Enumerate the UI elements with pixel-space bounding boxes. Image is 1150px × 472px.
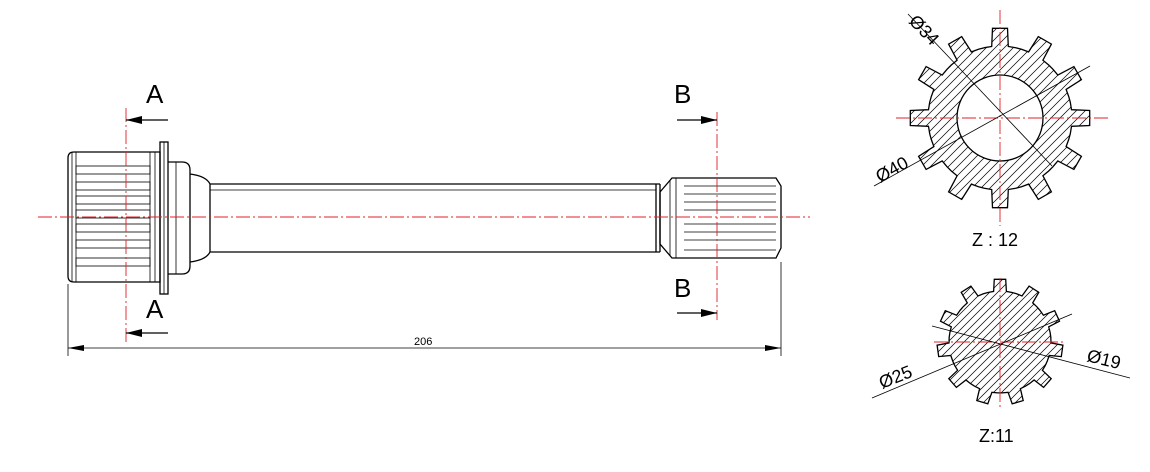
hatch-line — [910, 28, 1008, 208]
hatch-line — [930, 28, 1090, 208]
section-b-marker: B B — [674, 79, 718, 320]
hub-groove — [75, 209, 151, 219]
diameter-19-label: Ø19 — [1085, 345, 1123, 373]
hatch-line — [910, 28, 1017, 208]
hatch-line — [1047, 28, 1090, 208]
hatch-line — [688, 18, 890, 220]
hatch-line — [910, 28, 1071, 208]
hatch-line — [1061, 279, 1063, 404]
hub-groove — [75, 165, 151, 175]
right-spline — [659, 177, 782, 259]
hatch-line — [910, 28, 936, 208]
hatch-line — [912, 28, 1090, 208]
hatch-line — [910, 28, 1026, 208]
shaft-side-view — [67, 141, 782, 295]
hatch-line — [984, 28, 1090, 208]
hatch-line — [939, 28, 1090, 208]
hatch-line — [910, 28, 918, 208]
hatch-line — [1020, 28, 1090, 208]
diameter-40-label: Ø40 — [872, 153, 911, 187]
hatch-line — [910, 28, 1089, 208]
hub-groove — [75, 223, 151, 233]
hatch-line — [1021, 279, 1063, 404]
hatch-line — [921, 28, 1090, 208]
hatch-line — [975, 28, 1090, 208]
section-a-marker: A A — [125, 79, 168, 342]
hatch-line — [1111, 18, 1150, 220]
hatch-line — [1038, 28, 1090, 208]
hatch-line — [910, 28, 990, 208]
section-view-a: Ø25 Ø19 Z:11 — [790, 272, 1131, 446]
hatch-line — [948, 28, 1090, 208]
overall-dimension: 206 — [67, 262, 782, 356]
hatch-line — [1011, 28, 1090, 208]
hatch-line — [1053, 279, 1063, 404]
hub-groove — [75, 257, 151, 267]
teeth-count-11: Z:11 — [979, 426, 1014, 446]
hatch-line — [937, 279, 995, 404]
hatch-line — [697, 18, 899, 220]
hatch-line — [1093, 18, 1150, 220]
section-label-b-top: B — [674, 79, 691, 109]
overall-length-label: 206 — [414, 336, 432, 348]
hatch-line — [910, 28, 927, 208]
hub-groove — [75, 181, 151, 191]
hatch-line — [957, 28, 1090, 208]
teeth-count-12: Z : 12 — [972, 230, 1018, 250]
hatch-line — [706, 18, 908, 220]
hatch-line — [937, 279, 947, 404]
hub-groove — [75, 239, 151, 249]
hatch-line — [910, 28, 1053, 208]
hatch-line — [966, 28, 1090, 208]
hub-groove — [75, 195, 151, 205]
hatch-line — [790, 272, 930, 412]
hatch-line — [910, 28, 1090, 208]
hatch-line — [910, 28, 1035, 208]
hatch-line — [937, 279, 939, 404]
hatch-line — [1002, 28, 1090, 208]
section-label-a-top: A — [146, 79, 164, 109]
section-label-b-bottom: B — [674, 273, 691, 303]
hatch-line — [1056, 28, 1090, 208]
shaft-body — [189, 173, 661, 263]
hatch-line — [910, 28, 1044, 208]
hatch-line — [910, 28, 1090, 208]
hatch-line — [949, 279, 1063, 404]
hatch-line — [1102, 18, 1150, 220]
left-hub — [67, 141, 191, 295]
section-view-b: Ø34 Ø40 Z : 12 — [688, 10, 1150, 250]
hatch-line — [910, 28, 963, 208]
hatch-line — [1065, 28, 1090, 208]
hatch-line — [910, 28, 999, 208]
hatch-line — [1083, 28, 1090, 208]
section-label-a-bottom: A — [146, 294, 164, 324]
hatch-line — [910, 28, 945, 208]
